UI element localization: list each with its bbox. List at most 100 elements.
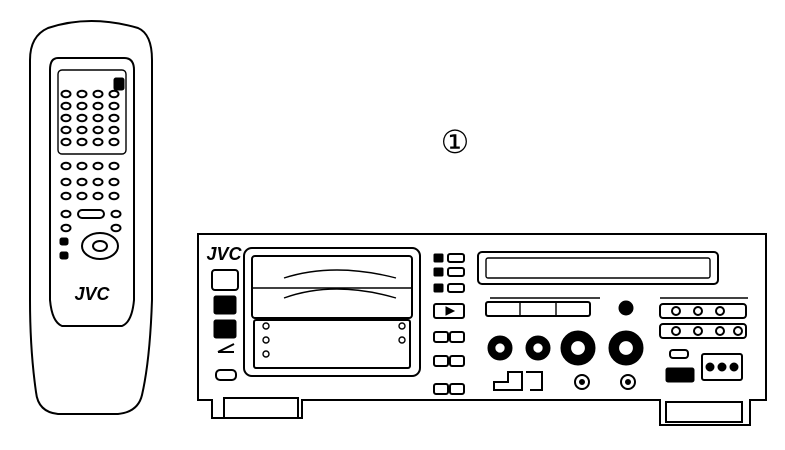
unit-small-knob	[618, 300, 634, 316]
remote-button	[110, 223, 122, 233]
figure-marker: ①	[441, 123, 470, 161]
play-icon	[445, 306, 456, 316]
unit-switch-graphic	[493, 371, 523, 391]
remote-button	[76, 101, 88, 111]
remote-button	[92, 177, 104, 187]
cluster-button	[715, 306, 725, 316]
cluster-button	[671, 326, 681, 336]
remote-button	[60, 137, 72, 147]
remote-button-block-frame	[57, 69, 127, 155]
remote-body-outline	[29, 20, 153, 415]
remote-button	[76, 177, 88, 187]
level-knob-center	[531, 341, 545, 355]
remote-button	[108, 191, 120, 201]
remote-navigation-center	[92, 240, 108, 252]
remote-button	[92, 113, 104, 123]
remote-control: JVC	[29, 20, 153, 415]
front-panel-unit: JVC	[197, 233, 767, 426]
cluster-button	[671, 306, 681, 316]
remote-button	[108, 89, 120, 99]
tape-door-screw	[398, 336, 406, 344]
unit-button	[447, 267, 465, 277]
unit-level-knobs	[487, 330, 644, 366]
unit-button	[449, 355, 465, 367]
remote-button-grid	[60, 89, 122, 233]
unit-switch-graphic	[526, 371, 543, 391]
unit-indicator	[433, 283, 444, 293]
unit-left-foot	[223, 397, 299, 419]
remote-side-button	[59, 251, 69, 260]
remote-button	[60, 113, 72, 123]
unit-indicator	[433, 253, 444, 263]
remote-button	[92, 89, 104, 99]
unit-terminal	[717, 362, 727, 372]
tape-door-screw	[262, 322, 270, 330]
remote-button	[92, 137, 104, 147]
remote-button	[76, 125, 88, 135]
remote-button	[92, 125, 104, 135]
unit-eject-icon	[217, 343, 235, 353]
unit-button	[447, 253, 465, 263]
remote-brand-logo: JVC	[74, 284, 110, 304]
unit-transport-buttons	[433, 253, 465, 395]
unit-button	[433, 331, 449, 343]
tape-reel-curve	[283, 269, 397, 279]
remote-button	[108, 101, 120, 111]
unit-button	[449, 383, 465, 395]
unit-display-inner	[485, 257, 711, 279]
remote-button	[60, 209, 72, 219]
unit-jack-center	[625, 379, 631, 385]
unit-cluster-frame	[659, 303, 747, 319]
remote-button	[108, 161, 120, 171]
remote-button	[108, 113, 120, 123]
unit-right-foot	[665, 401, 743, 423]
unit-terminal	[729, 362, 739, 372]
remote-button	[60, 101, 72, 111]
unit-body-outline	[197, 233, 767, 426]
remote-wide-button	[77, 209, 105, 219]
tape-door-screw	[398, 322, 406, 330]
remote-button	[76, 137, 88, 147]
level-knob-center	[569, 339, 587, 357]
remote-button	[108, 137, 120, 147]
level-knob-center	[617, 339, 635, 357]
unit-function-bar	[485, 301, 591, 317]
tape-reel-curve	[283, 288, 397, 299]
tape-window	[251, 255, 413, 319]
unit-terminal	[705, 362, 715, 372]
remote-button	[108, 177, 120, 187]
remote-button	[60, 161, 72, 171]
remote-button	[76, 191, 88, 201]
cluster-button	[715, 326, 725, 336]
level-knob-center	[493, 341, 507, 355]
cluster-button	[693, 326, 703, 336]
remote-button	[76, 89, 88, 99]
remote-button	[92, 161, 104, 171]
unit-cluster-frame	[659, 323, 747, 339]
remote-button	[110, 209, 122, 219]
unit-cluster-buttons	[671, 306, 743, 336]
unit-small-button	[215, 369, 237, 381]
unit-button	[433, 355, 449, 367]
unit-button	[447, 283, 465, 293]
remote-power-button	[113, 77, 125, 91]
remote-button	[76, 161, 88, 171]
remote-button	[92, 191, 104, 201]
tape-compartment	[243, 247, 421, 377]
unit-display-outer	[477, 251, 719, 285]
remote-button	[60, 223, 72, 233]
cluster-button	[693, 306, 703, 316]
remote-button	[76, 113, 88, 123]
remote-button	[60, 89, 72, 99]
tape-door-screw	[262, 350, 270, 358]
unit-power-button	[211, 269, 239, 291]
unit-cluster-block	[665, 367, 695, 383]
tape-door-screw	[262, 336, 270, 344]
remote-side-button	[59, 237, 69, 246]
remote-face-panel	[49, 57, 135, 327]
remote-button	[60, 177, 72, 187]
unit-button	[433, 383, 449, 395]
unit-terminal-block	[701, 353, 743, 381]
remote-button	[60, 125, 72, 135]
